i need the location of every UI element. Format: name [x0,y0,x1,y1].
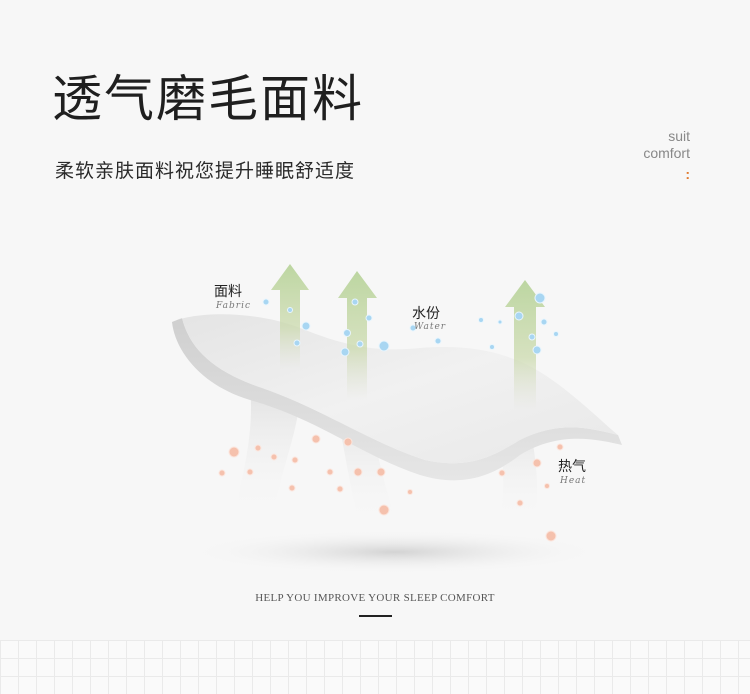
airflow-arrow-middle [338,271,377,400]
page-subtitle: 柔软亲肤面料祝您提升睡眠舒适度 [55,160,356,182]
fabric-breathability-illustration: 面料 Fabric 水份 Water 热气 Heat [172,264,622,574]
airflow-arrow-right [505,280,545,410]
tagline: HELP YOU IMPROVE YOUR SLEEP COMFORT [255,592,495,604]
heat-label-en: Heat [559,476,586,486]
fabric-label: 面料 [214,284,242,300]
fabric-label-en: Fabric [215,301,251,311]
water-bubbles [262,292,559,357]
water-label-en: Water [414,322,446,332]
fabric-fold-left [235,385,300,515]
fabric-shadow [185,530,605,574]
brand-mark: suit comfort : [643,128,690,183]
heat-bubbles [218,434,564,542]
bottom-grid-pattern [0,640,750,694]
fabric-sheet-edge [172,318,622,481]
heat-label: 热气 [558,459,586,475]
brand-dots: : [685,166,690,182]
brand-line-comfort: comfort [643,145,690,161]
water-label: 水份 [412,306,440,322]
brand-line-suit: suit [668,128,690,144]
tagline-underline [359,615,392,617]
page-title: 透气磨毛面料 [52,70,364,128]
